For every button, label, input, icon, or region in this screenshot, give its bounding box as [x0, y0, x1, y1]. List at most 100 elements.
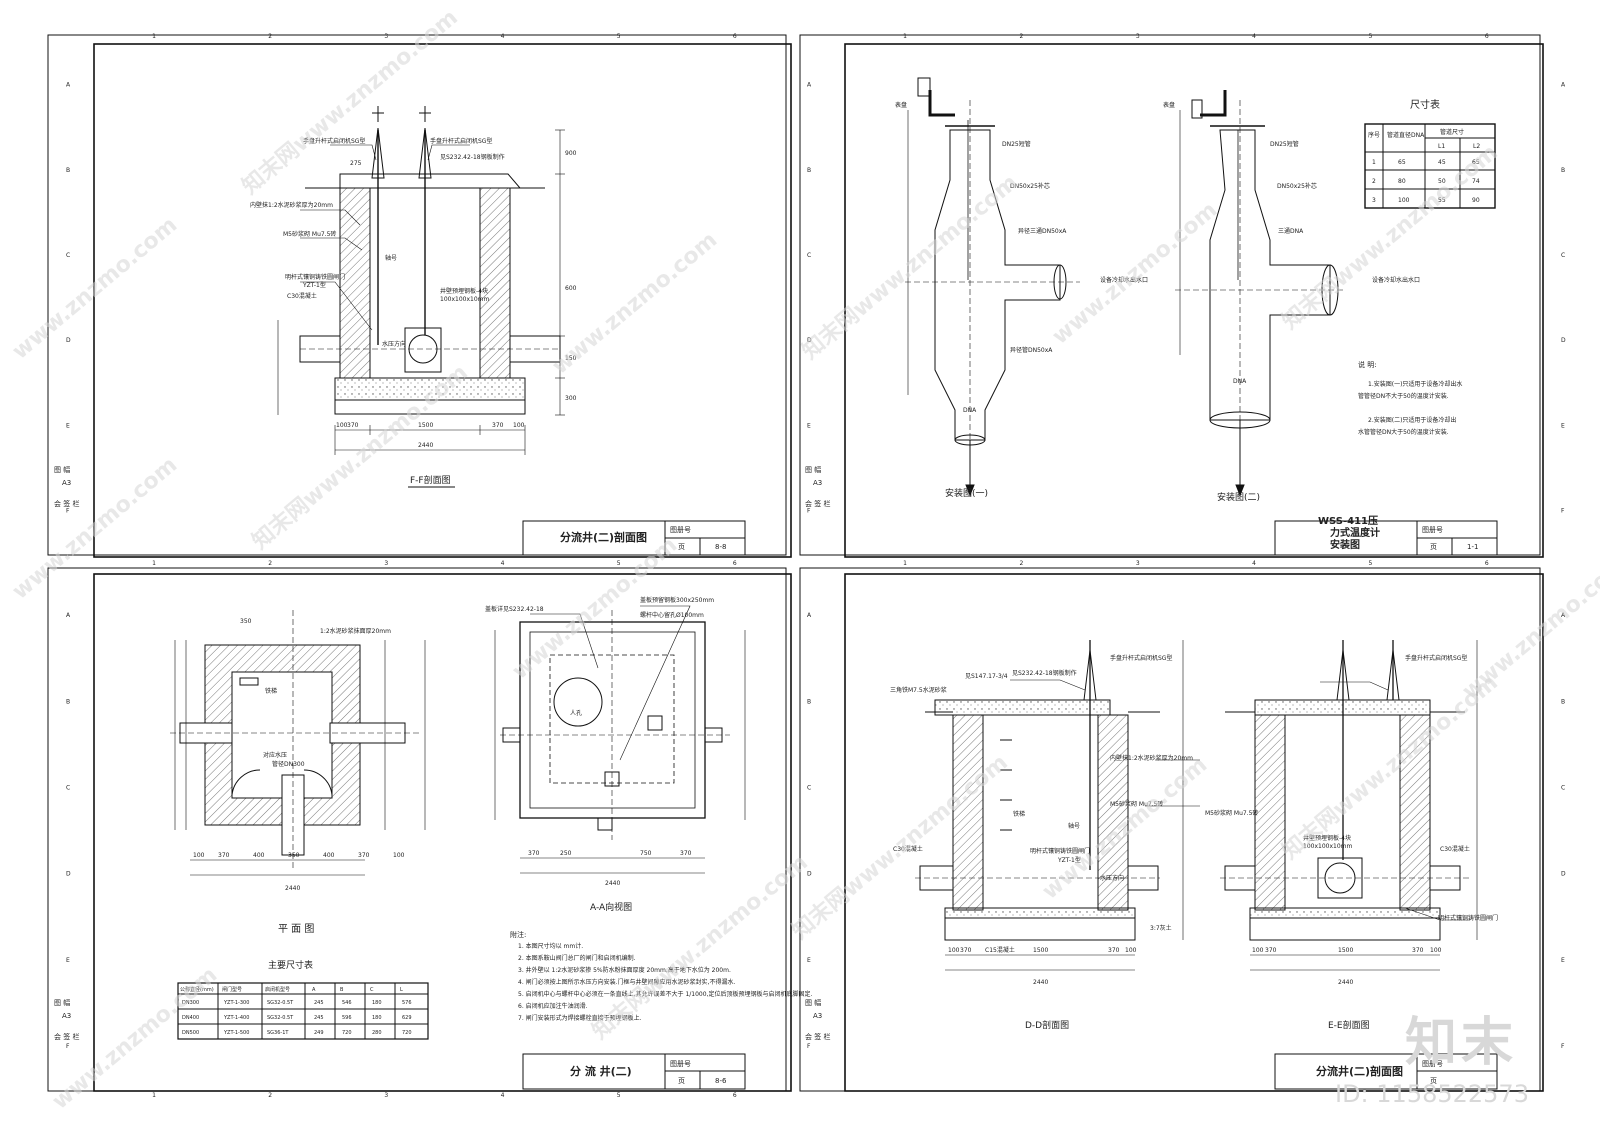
ws-map-no-label: 图册号: [1422, 526, 1443, 534]
dd-label-gate-type: YZT-1型: [1057, 856, 1081, 864]
plan-label-ladder: 铁梯: [265, 687, 277, 695]
grid-col-label: 6: [733, 1092, 737, 1099]
plan-table-header: 闸门型号: [222, 986, 242, 993]
plan-table-cell: 249: [314, 1030, 324, 1036]
plan-table-cell: YZT-1-300: [223, 1000, 249, 1006]
plan-dim-b: 370: [218, 852, 230, 859]
dd-label-angle: 三角铁M7.5水泥砂浆: [890, 686, 947, 694]
grid-row-label: B: [1561, 167, 1565, 174]
grid-col-label: 4: [1252, 560, 1256, 567]
ws-table-cell: 1: [1372, 159, 1376, 166]
plan-texts: 1:2水泥砂浆抹面厚20mm 铁梯 对应水压 管径DN300 盖板详见S232.…: [180, 596, 812, 1036]
side-label-size: 图 幅: [54, 998, 70, 1007]
ff-dim-b2: 1500: [418, 422, 433, 429]
side-label-a3: A3: [813, 479, 822, 487]
plan-table-header: 公称直径(mm): [180, 986, 214, 993]
plan-note: 5. 启闭机中心与螺杆中心必须在一条直线上,其允许误差不大于 1/1000,定位…: [518, 990, 812, 998]
grid-col-label: 3: [384, 560, 388, 567]
ws-table-title: 尺寸表: [1410, 98, 1440, 111]
plan-table-header: B: [340, 987, 344, 993]
plan-table-cell: SG32-0.5T: [267, 1000, 294, 1006]
ff-title: 分流井(二)剖面图: [560, 530, 647, 544]
grid-col-label: 4: [501, 1092, 505, 1099]
plan-notes: 1. 本图尺寸均以 mm计.2. 本图系鞍山阀门总厂的闸门和启闭机编制.3. 井…: [518, 942, 812, 1022]
grid-row-label: D: [1561, 337, 1566, 344]
plan-table-cell: YZT-1-500: [223, 1030, 249, 1036]
aa-dim: 370: [680, 850, 692, 857]
grid-row-label: F: [1561, 507, 1565, 514]
dd-label-axis: 轴号: [1068, 822, 1080, 830]
dd-page-label: 页: [1430, 1077, 1437, 1085]
ws-table-cell: 2: [1372, 178, 1376, 185]
dd-view-title: D-D剖面图: [1025, 1019, 1069, 1031]
ff-map-no-label: 图册号: [670, 526, 691, 534]
plan-table-cell: 245: [314, 1015, 324, 1021]
ee-label-hoist: 手盘升杆式启闭机SG型: [1405, 654, 1467, 662]
ff-dim-r2: 150: [565, 355, 577, 362]
grid-row-label: E: [807, 957, 811, 964]
grid-row-label: E: [1561, 422, 1565, 429]
watermark-text: 知末网www.znzmo.com: [797, 169, 1023, 364]
ee-dim: 100: [1252, 947, 1264, 954]
dd-label-hoist: 手盘升杆式启闭机SG型: [1110, 654, 1172, 662]
grid-row-label: C: [66, 784, 70, 791]
ws-label-outlet-2: 设备冷却水出水口: [1372, 276, 1420, 284]
dd-dim: 370: [960, 947, 972, 954]
aa-label-manhole: 人孔: [570, 709, 582, 717]
grid-row-label: D: [66, 871, 71, 878]
ws-drawing: [905, 77, 1496, 497]
dd-map-no-label: 图册号: [1422, 1060, 1443, 1068]
side-label-size: 图 幅: [805, 998, 821, 1007]
grid-row-label: F: [66, 1043, 70, 1050]
ws-table-cell: 50: [1438, 178, 1446, 185]
grid-col-label: 5: [1369, 33, 1373, 40]
grid-col-label: 5: [1369, 560, 1373, 567]
grid-row-label: B: [66, 698, 70, 705]
ee-label-c30: C30混凝土: [1440, 845, 1470, 853]
ws-page-label: 页: [1430, 543, 1437, 551]
dd-label-brick: M5砂浆砌 Mu7.5砖: [1110, 800, 1163, 808]
aa-label-cover: 盖板详见S232.42-18: [485, 605, 544, 613]
plan-drawing: [170, 605, 746, 1040]
dd-drawing: [915, 640, 1478, 971]
ws-label-short-pipe-1: DN25短管: [1002, 140, 1031, 148]
watermark-text: 知末网www.znzmo.com: [587, 849, 813, 1044]
plan-label-dn300: 管径DN300: [272, 760, 305, 768]
dd-dim: 1500: [1033, 947, 1048, 954]
ff-dim-total: 2440: [418, 442, 433, 449]
plan-page-no: 8-6: [715, 1077, 727, 1085]
grid-col-label: 3: [1136, 33, 1140, 40]
dd-label-c15: C15混凝土: [985, 946, 1015, 954]
grid-col-label: 1: [903, 560, 907, 567]
ff-dim-r0: 900: [565, 150, 577, 157]
dd-label-steel: 见S232.42-18钢板制作: [1012, 669, 1077, 677]
plan-note: 4. 闸门必须按上图所示水压方向安装.门框与井壁间隙应用水泥砂浆封实,不得漏水.: [518, 978, 735, 986]
ws-note-1: 1.安装图(一)只适用于设备冷却出水管管径DN不大于50的温度计安装.: [1358, 380, 1462, 400]
dd-label-c30: C30混凝土: [893, 845, 923, 853]
ws-table-cell: 65: [1472, 159, 1480, 166]
ee-dim: 100: [1430, 947, 1442, 954]
dd-label-flow: 水压方向: [1100, 874, 1124, 882]
ee-label-brick: M5砂浆砌 Mu7.5砖: [1205, 809, 1258, 817]
ws-table-header-dims: 管道尺寸: [1440, 128, 1464, 136]
ff-page-label: 页: [678, 543, 685, 551]
ws-label-dna-1: DNA: [963, 407, 977, 414]
plan-title-block: [522, 1053, 746, 1090]
ws-label-outlet-1: 设备冷却水出水口: [1100, 276, 1148, 284]
plan-dim-350: 350: [240, 618, 252, 625]
ws-table-cell: 80: [1398, 178, 1406, 185]
ee-dim: 1500: [1338, 947, 1353, 954]
ws-table-cell: 74: [1472, 178, 1480, 185]
ff-label-gate: 明杆式镶铜铸铁圆闸门: [285, 273, 345, 281]
side-label-sign: 会 签 栏: [54, 1032, 79, 1041]
ws-page-no: 1-1: [1467, 543, 1478, 551]
ff-dim-b0: 100: [336, 422, 348, 429]
ws-label-reducing-tee: 异径三通DN50xA: [1018, 227, 1067, 235]
plan-table-cell: 245: [314, 1000, 324, 1006]
ws-table-header-l1: L1: [1438, 143, 1445, 150]
ee-dim-total: 2440: [1338, 979, 1353, 986]
ee-dim: 370: [1412, 947, 1424, 954]
